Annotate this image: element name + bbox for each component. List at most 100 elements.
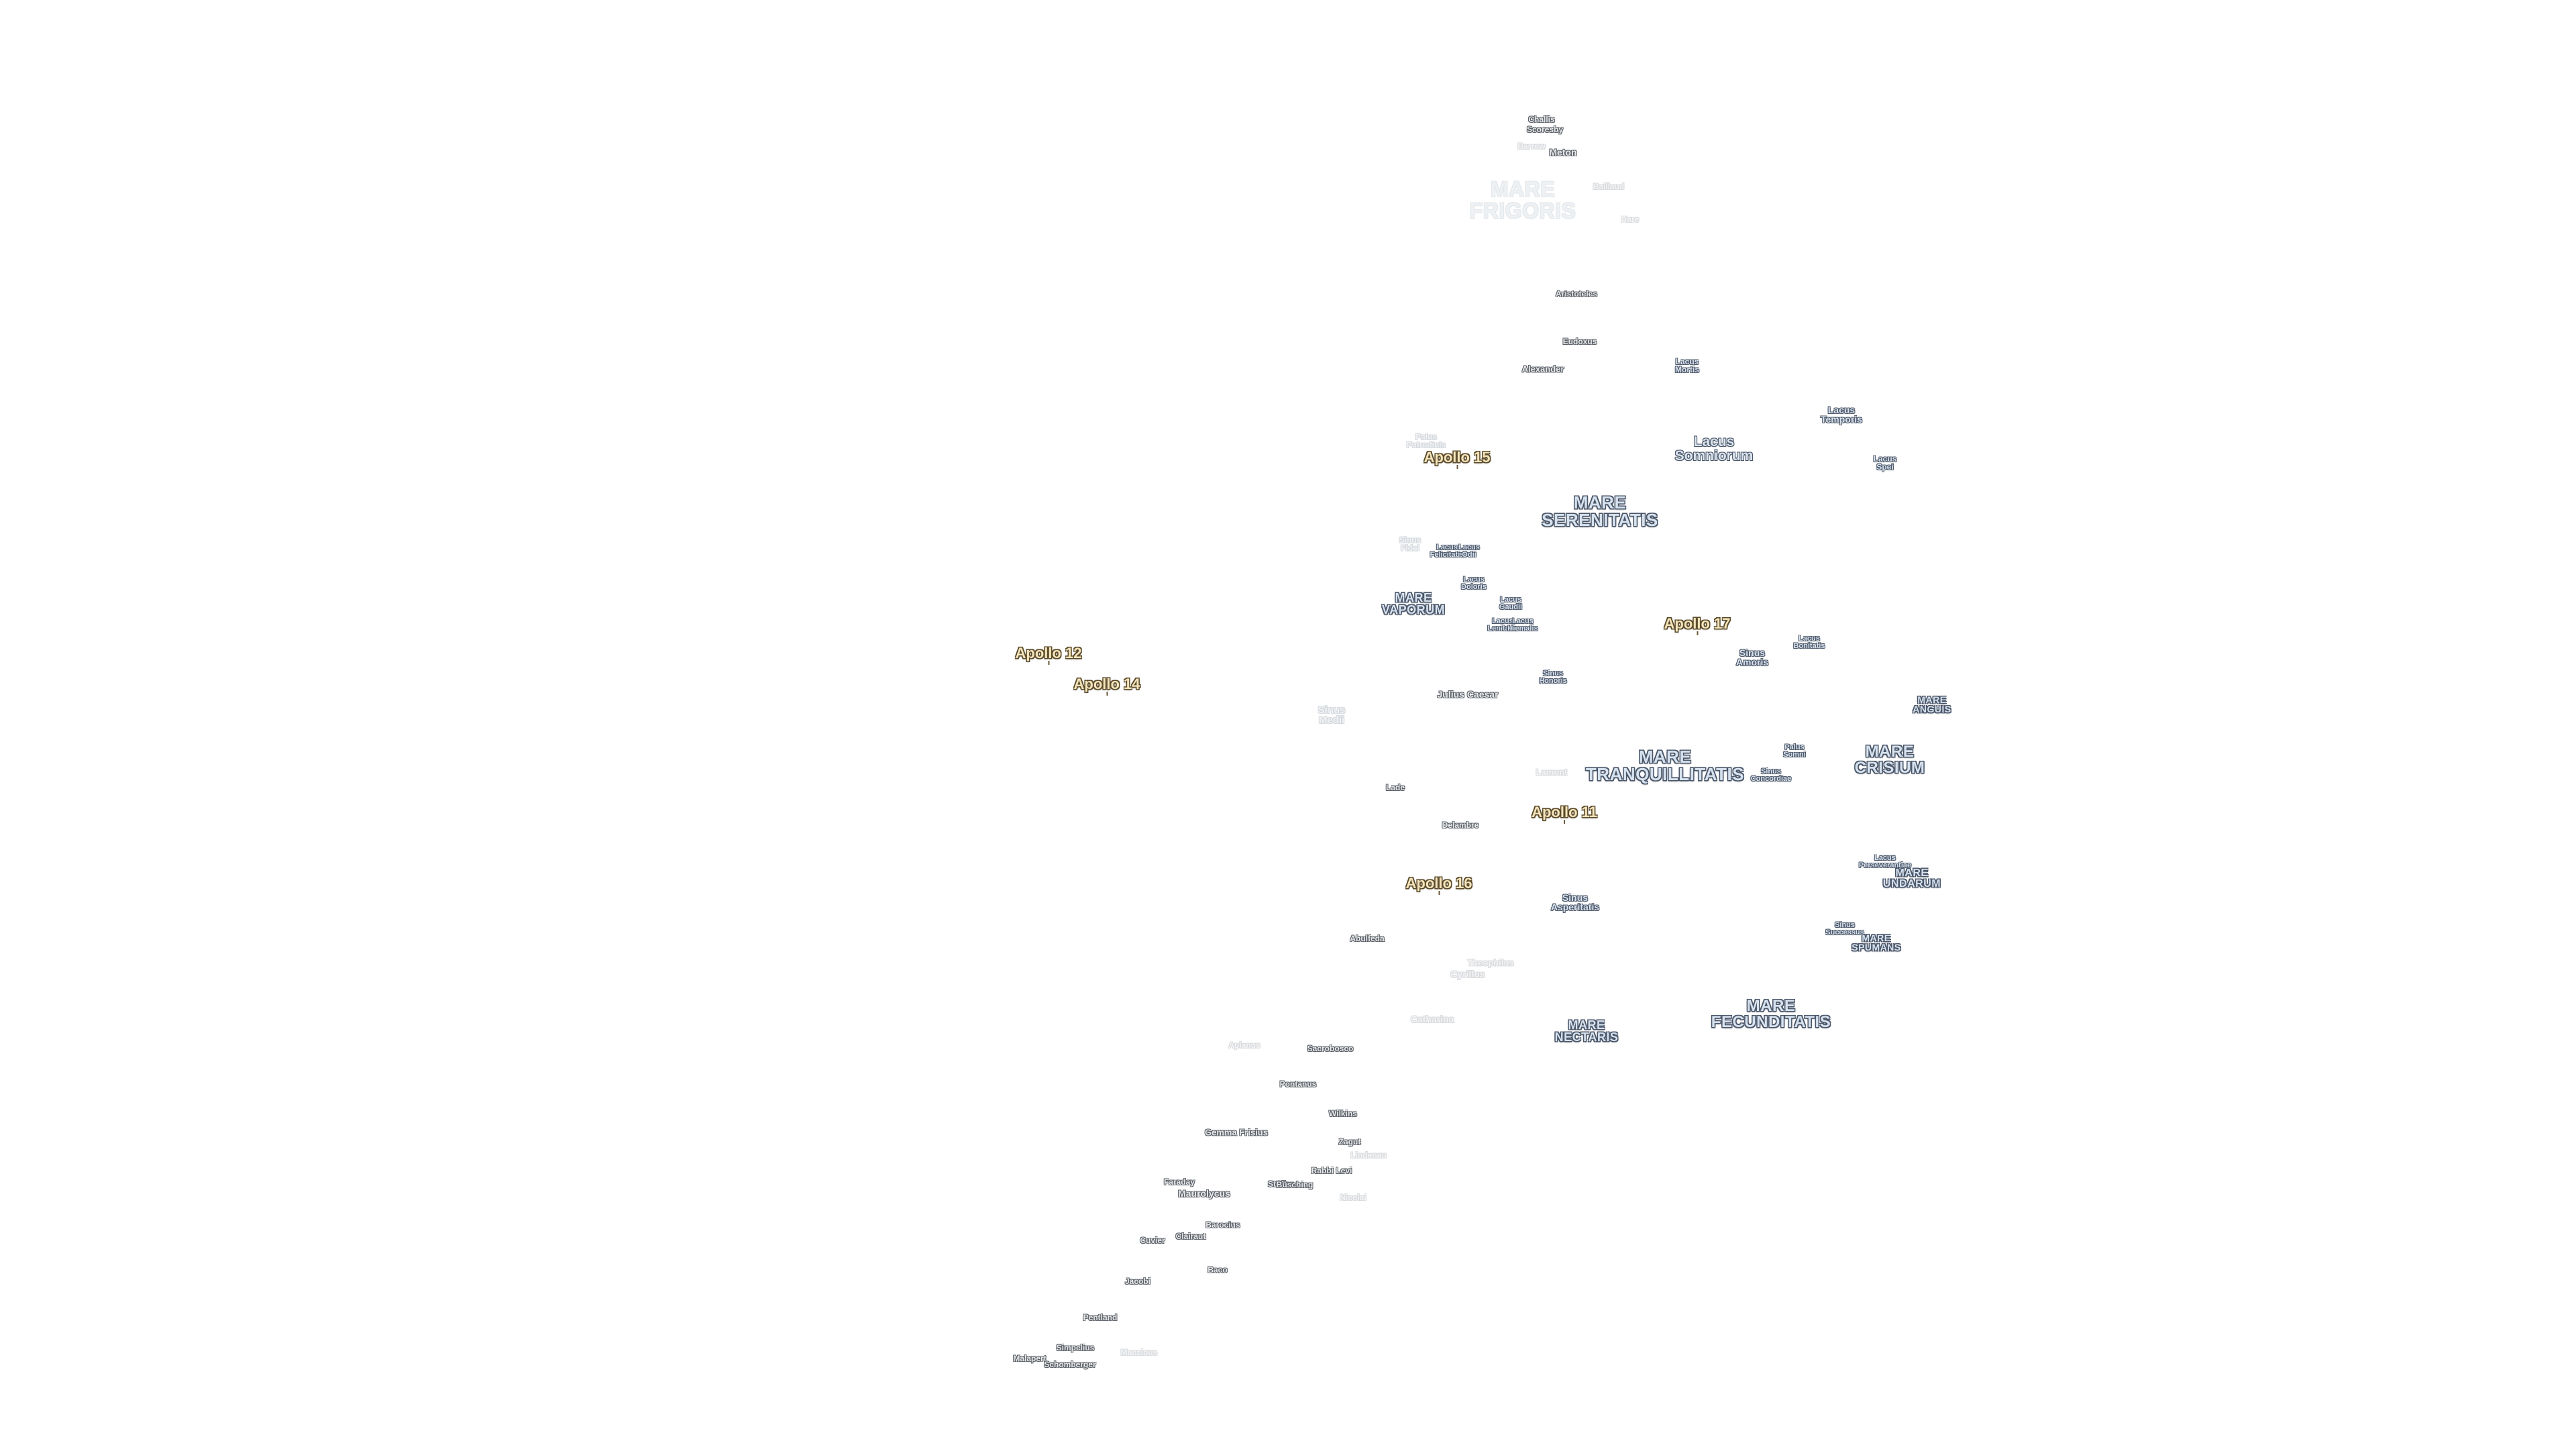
sinus-medii-label[interactable]: Sinus Medii xyxy=(1318,705,1346,725)
crater-busching[interactable]: Büsching xyxy=(1276,1180,1313,1189)
apollo-17-pin-icon xyxy=(1696,631,1698,635)
crater-nicolai[interactable]: Nicolai xyxy=(1340,1193,1366,1202)
crater-theophilus[interactable]: Theophilus xyxy=(1467,957,1514,968)
lacus-temporis-line1: Lacus xyxy=(1827,405,1856,415)
crater-abulfeda[interactable]: Abulfeda xyxy=(1350,934,1385,943)
mare-serenitatis-line2: SERENITATIS xyxy=(1542,510,1658,530)
crater-barocius[interactable]: Barocius xyxy=(1205,1220,1240,1230)
lacus-odii-line1: Lacus xyxy=(1458,543,1480,551)
lacus-odii-line2: Odii xyxy=(1462,551,1477,559)
crater-alexander[interactable]: Alexander xyxy=(1521,364,1564,374)
crater-zagut[interactable]: Zagut xyxy=(1338,1137,1361,1146)
palus-putredinis-label[interactable]: Palus Putredinis xyxy=(1407,433,1446,449)
mare-undarum-label[interactable]: MARE UNDARUM xyxy=(1883,868,1941,890)
crater-barrow[interactable]: Barrow xyxy=(1517,142,1546,151)
palus-somni-line2: Somni xyxy=(1783,751,1806,759)
apollo-15-marker[interactable]: Apollo 15 xyxy=(1424,450,1491,469)
apollo-11-pin-icon xyxy=(1563,820,1565,824)
mare-anguis-label[interactable]: MARE ANGUIS xyxy=(1913,695,1951,714)
crater-delambre[interactable]: Delambre xyxy=(1442,820,1479,830)
crater-cuvier[interactable]: Cuvier xyxy=(1140,1236,1165,1245)
apollo-12-marker[interactable]: Apollo 12 xyxy=(1015,646,1082,665)
mare-vaporum-label[interactable]: MARE VAPORUM xyxy=(1382,592,1445,616)
crater-meton[interactable]: Meton xyxy=(1549,147,1577,158)
crater-lamont[interactable]: Lamont xyxy=(1536,767,1568,777)
apollo-16-marker[interactable]: Apollo 16 xyxy=(1405,876,1472,895)
mare-crisium-label[interactable]: MARE CRISIUM xyxy=(1855,744,1925,776)
crater-faraday[interactable]: Faraday xyxy=(1163,1177,1195,1187)
mare-fecunditatis-label[interactable]: MARE FECUNDITATIS xyxy=(1711,998,1831,1030)
crater-eudoxus[interactable]: Eudoxus xyxy=(1562,337,1597,346)
crater-pontanus[interactable]: Pontanus xyxy=(1279,1079,1317,1089)
lacus-doloris-line1: Lacus xyxy=(1463,576,1485,584)
sinus-asperitatis-label[interactable]: Sinus Asperitatis xyxy=(1551,893,1599,912)
palus-somni-line1: Palus xyxy=(1784,743,1805,751)
sinus-honoris-label[interactable]: Sinus Honoris xyxy=(1539,670,1567,685)
crater-catharina[interactable]: Catharina xyxy=(1410,1014,1454,1024)
crater-maurolycus[interactable]: Maurolycus xyxy=(1178,1188,1230,1199)
mare-serenitatis-label[interactable]: MARE SERENITATIS xyxy=(1542,494,1658,529)
crater-sacrobosco[interactable]: Sacrobosco xyxy=(1307,1044,1354,1053)
sinus-concordiae-line1: Sinus xyxy=(1761,767,1781,775)
sinus-concordiae-line2: Concordiae xyxy=(1750,775,1792,783)
mare-tranquillitatis-label[interactable]: MARE TRANQUILLITATIS xyxy=(1586,748,1744,783)
lacus-doloris-label[interactable]: Lacus Doloris xyxy=(1461,576,1487,591)
crater-manzinus[interactable]: Manzinus xyxy=(1120,1348,1158,1357)
crater-rabbi-levi[interactable]: Rabbi Levi xyxy=(1311,1166,1352,1175)
lacus-spei-label[interactable]: Lacus Spei xyxy=(1874,455,1897,471)
crater-clairaut[interactable]: Clairaut xyxy=(1175,1232,1206,1241)
apollo-17-marker[interactable]: Apollo 17 xyxy=(1664,615,1731,635)
mare-frigoris-line1: MARE xyxy=(1490,177,1556,201)
lacus-felicitatis-label[interactable]: Lacus Felicitatis xyxy=(1430,544,1464,559)
crater-simpelius[interactable]: Simpelius xyxy=(1056,1343,1095,1352)
crater-lade[interactable]: Lade xyxy=(1385,783,1405,792)
crater-malapert[interactable]: Malapert xyxy=(1013,1354,1046,1363)
crater-schomberger[interactable]: Schomberger xyxy=(1044,1360,1096,1369)
lacus-hiemalis-label[interactable]: Lacus Hiemalis xyxy=(1507,618,1538,633)
crater-pentland[interactable]: Pentland xyxy=(1083,1313,1118,1322)
lacus-mortis-label[interactable]: Lacus Mortis xyxy=(1675,358,1699,374)
crater-lindenau[interactable]: Lindenau xyxy=(1350,1150,1387,1160)
crater-stofler[interactable]: Stöfler xyxy=(1267,1179,1294,1189)
apollo-16-pin-icon xyxy=(1438,891,1440,895)
apollo-12-pin-icon xyxy=(1047,661,1049,665)
lacus-mortis-line1: Lacus xyxy=(1675,357,1699,366)
lacus-temporis-line2: Temporis xyxy=(1821,414,1862,425)
crater-baco[interactable]: Baco xyxy=(1208,1265,1228,1275)
mare-vaporum-line1: MARE xyxy=(1395,591,1432,604)
mare-nectaris-line1: MARE xyxy=(1568,1018,1605,1032)
lacus-bonitatis-label[interactable]: Lacus Bonitatis xyxy=(1793,635,1825,650)
sinus-fidei-label[interactable]: Sinus Fidei xyxy=(1399,536,1421,552)
palus-somni-label[interactable]: Palus Somni xyxy=(1783,744,1806,759)
lacus-temporis-label[interactable]: Lacus Temporis xyxy=(1821,405,1862,424)
crater-hare[interactable]: Hare xyxy=(1621,215,1640,224)
lacus-gaudii-label[interactable]: Lacus Gaudii xyxy=(1499,596,1522,611)
crater-challis[interactable]: Challis xyxy=(1528,115,1555,124)
crater-jacobi[interactable]: Jacobi xyxy=(1124,1277,1151,1286)
crater-gemma-frisius[interactable]: Gemma Frisius xyxy=(1205,1127,1268,1138)
lacus-somniorum-label[interactable]: Lacus Somniorum xyxy=(1675,435,1754,463)
lacus-odii-label[interactable]: Lacus Odii xyxy=(1458,544,1480,559)
crater-scoresby[interactable]: Scoresby xyxy=(1526,125,1564,134)
lacus-perseverantiae-label[interactable]: Lacus Perseverantiae xyxy=(1859,855,1911,869)
mare-nectaris-label[interactable]: MARE NECTARIS xyxy=(1555,1019,1619,1043)
crater-aristoteles[interactable]: Aristoteles xyxy=(1555,289,1598,299)
crater-julius-caesar[interactable]: Julius Caesar xyxy=(1437,689,1499,700)
crater-apianus[interactable]: Apianus xyxy=(1228,1040,1260,1050)
sinus-concordiae-label[interactable]: Sinus Concordiae xyxy=(1751,768,1792,783)
sinus-honoris-line1: Sinus xyxy=(1543,669,1563,678)
sinus-successus-label[interactable]: Sinus Successus xyxy=(1825,922,1864,936)
crater-baillaud[interactable]: Baillaud xyxy=(1593,182,1625,191)
crater-cyrillus[interactable]: Cyrillus xyxy=(1450,969,1485,979)
crater-wilkins[interactable]: Wilkins xyxy=(1329,1109,1357,1118)
apollo-14-marker[interactable]: Apollo 14 xyxy=(1073,677,1140,696)
lacus-gaudii-line1: Lacus xyxy=(1500,596,1521,604)
lacus-lenitatis-label[interactable]: Lacus Lenitatis xyxy=(1487,618,1517,633)
sinus-amoris-label[interactable]: Sinus Amoris xyxy=(1736,648,1768,667)
apollo-11-marker[interactable]: Apollo 11 xyxy=(1532,805,1597,824)
apollo-17-label: Apollo 17 xyxy=(1664,615,1731,632)
palus-putredinis-line2: Putredinis xyxy=(1406,440,1446,449)
mare-frigoris-label[interactable]: MARE FRIGORIS xyxy=(1470,178,1576,221)
mare-spumans-label[interactable]: MARE SPUMANS xyxy=(1851,933,1901,952)
